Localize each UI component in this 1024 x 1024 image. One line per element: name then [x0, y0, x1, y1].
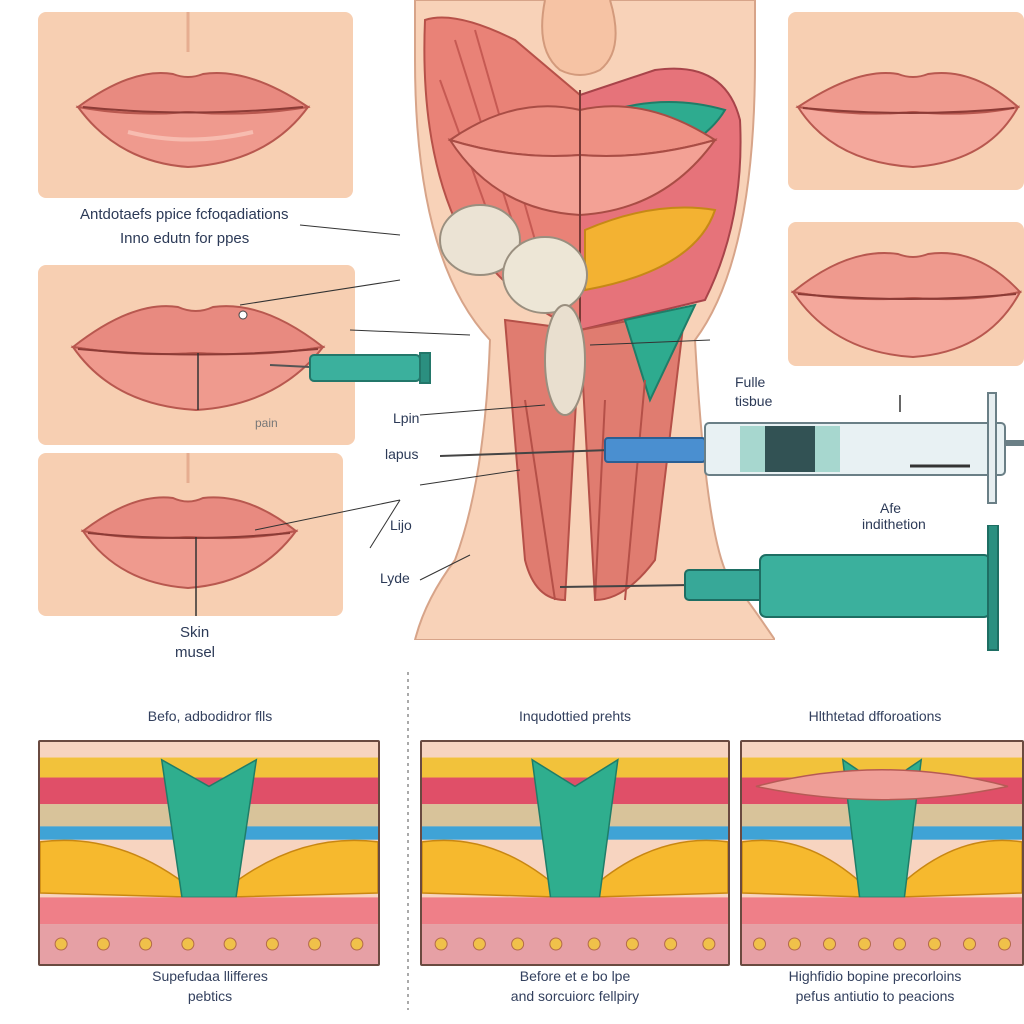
tissue-cell: [587, 937, 601, 951]
tissue-cell: [893, 937, 906, 951]
section-caption-3-line1: Highfidio bopine precorloins: [788, 968, 962, 984]
label-lyde: Lyde: [380, 570, 410, 586]
lips-panel-top-left: [38, 12, 353, 198]
dermis-band: [422, 897, 728, 925]
dermis-band: [742, 897, 1022, 925]
deep-tissue: [422, 924, 728, 964]
tissue-cell: [858, 937, 871, 951]
tissue-cell: [434, 937, 448, 951]
lips-illustration: [790, 252, 1022, 359]
deep-tissue: [742, 924, 1022, 964]
lips-illustration: [70, 305, 326, 412]
syringe-large-transparent[interactable]: [440, 388, 1024, 508]
section-caption-3-line2: pefus antiutio to peacions: [795, 988, 955, 1004]
section-heading-2: Inqudottied prehts: [518, 708, 632, 724]
tissue-cell: [472, 937, 486, 951]
filler-volume: [755, 769, 1009, 801]
lips-illustration: [75, 12, 311, 169]
top-fat-band: [422, 757, 728, 778]
cross-section-injected: [420, 740, 730, 966]
dermis-band: [40, 897, 378, 925]
section-caption-2-line2: and sorcuiorc fellpiry: [510, 988, 640, 1004]
tissue-cell: [753, 937, 766, 951]
tissue-cell: [702, 937, 716, 951]
lips-panel-top-right: [788, 12, 1024, 190]
tissue-cell: [308, 937, 322, 951]
tissue-cell: [350, 937, 364, 951]
label-afe: Afe: [880, 500, 902, 516]
label-tisbue: tisbue: [735, 393, 773, 409]
label-pain: pain: [255, 416, 278, 430]
tissue-cell: [998, 937, 1011, 951]
section-caption-2-line1: Before et e bo lpe: [519, 968, 631, 984]
face-anatomy-illustration: [395, 0, 775, 640]
top-fat-band: [742, 757, 1022, 778]
label-musel: musel: [175, 644, 216, 661]
section-heading-1: Befo, adbodidror flls: [147, 708, 273, 724]
tissue-cell: [265, 937, 279, 951]
tissue-layers-graphic: [422, 742, 728, 964]
lips-panel-lower-left: [38, 453, 343, 616]
tissue-cell: [511, 937, 525, 951]
tissue-cell: [963, 937, 976, 951]
cross-section-after: [740, 740, 1024, 966]
tissue-cell: [96, 937, 110, 951]
tissue-cell: [223, 937, 237, 951]
label-lapus: lapus: [385, 446, 419, 462]
section-caption-1-line2: pebtics: [187, 988, 233, 1004]
cross-section-before: [38, 740, 380, 966]
tissue-cell: [181, 937, 195, 951]
lips-panel-injection: [38, 265, 355, 445]
tissue-cell: [549, 937, 563, 951]
tissue-cell: [625, 937, 639, 951]
lips-illustration: [80, 453, 299, 616]
label-indithetion: indithetion: [862, 516, 926, 532]
lips-illustration: [795, 72, 1021, 169]
label-lijo: Lijo: [390, 517, 412, 533]
tissue-cell: [928, 937, 941, 951]
section-caption-1-line1: Supefudaa llifferes: [152, 968, 268, 984]
tissue-layers-graphic: [742, 742, 1022, 964]
syringe-small: [250, 345, 450, 395]
tissue-cell: [139, 937, 153, 951]
lips-panel-mid-right: [788, 222, 1024, 366]
tissue-cell: [823, 937, 836, 951]
label-top-left-line1: Antdotaefs ppice fcfoqadiations: [80, 206, 289, 223]
top-fat-band: [40, 757, 378, 778]
tissue-layers-graphic: [40, 742, 378, 964]
deep-tissue: [40, 924, 378, 964]
central-muscle: [160, 758, 258, 899]
label-fulle: Fulle: [735, 374, 766, 390]
section-heading-3: Hlthtetad dfforoations: [808, 708, 942, 724]
tissue-cell: [54, 937, 68, 951]
label-top-left-line2: Inno edutn for ppes: [120, 230, 250, 247]
tissue-cell: [664, 937, 678, 951]
tissue-cell: [788, 937, 801, 951]
syringe-large-green[interactable]: [560, 525, 1024, 655]
label-skin: Skin: [180, 624, 210, 641]
central-muscle: [531, 758, 619, 899]
label-lpin: Lpin: [393, 410, 420, 426]
